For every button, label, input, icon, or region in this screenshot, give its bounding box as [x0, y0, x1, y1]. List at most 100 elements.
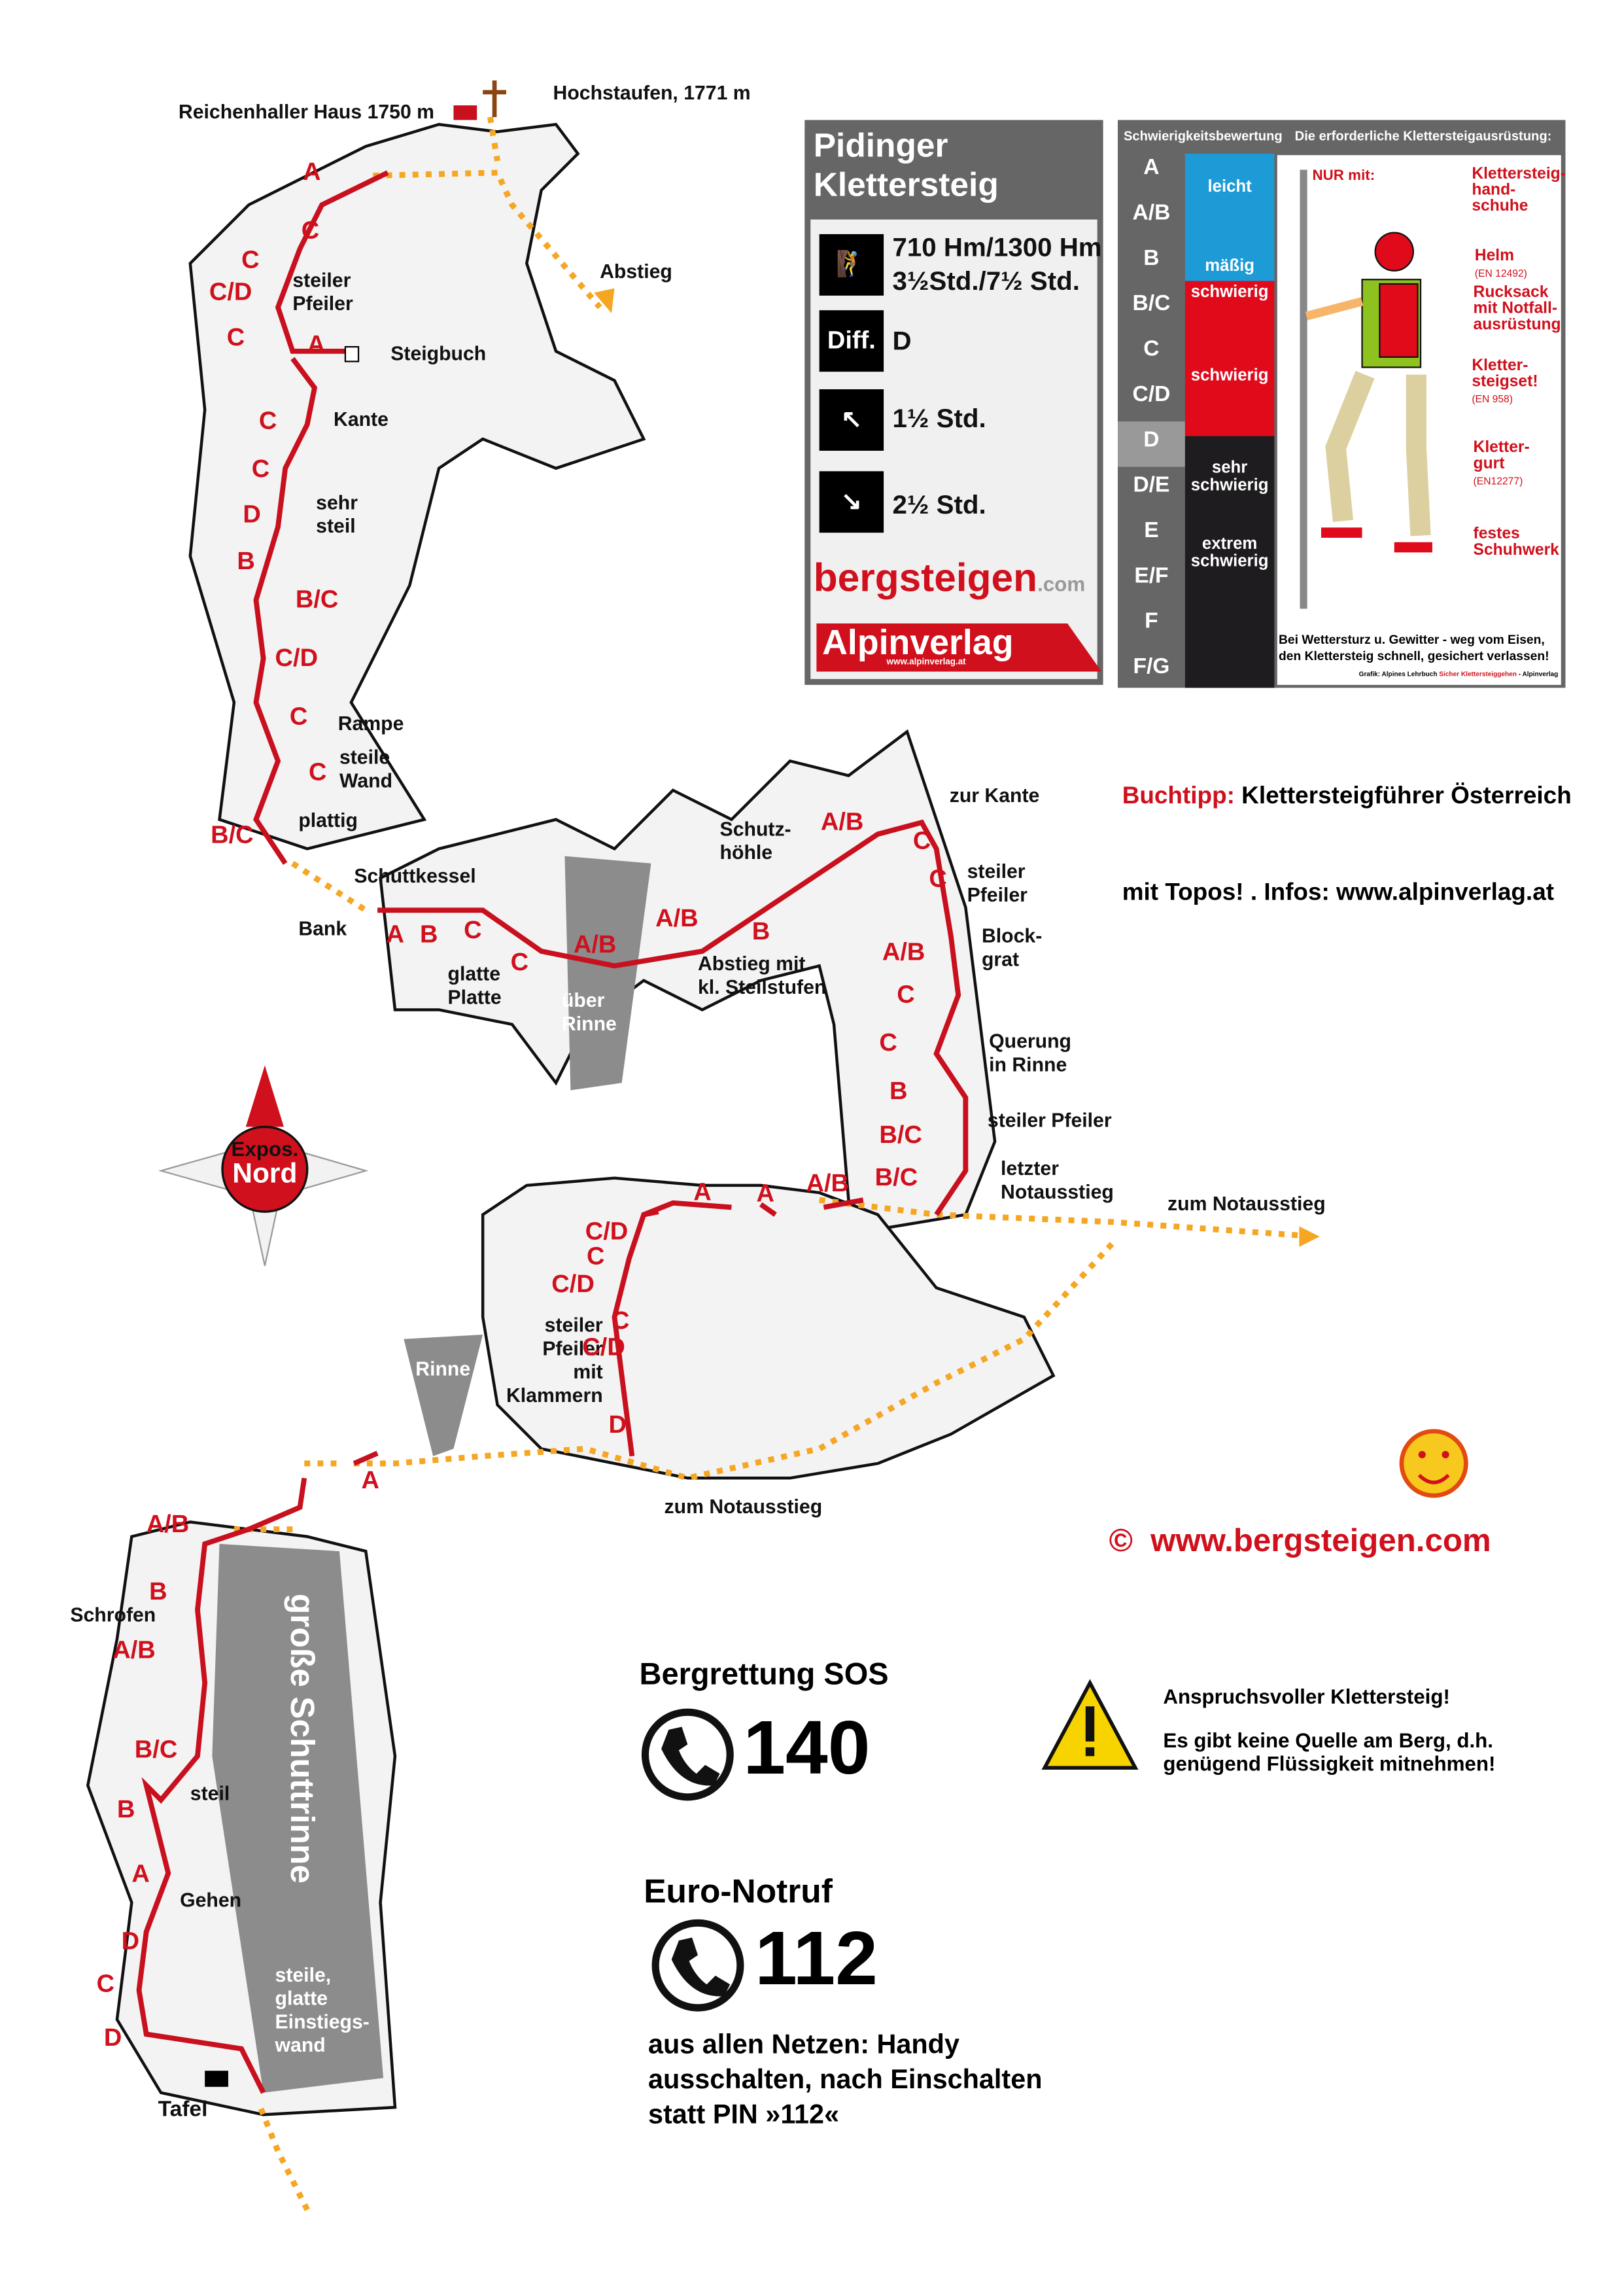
label-abstieg-steilstufen: Abstieg mit kl. Steilstufen	[698, 953, 827, 998]
alpinverlag-url: www.alpinverlag.at	[886, 658, 966, 668]
ascent-time: 710 Hm/1300 Hm 3½Std./7½ Std.	[892, 232, 1102, 296]
grade-label: C	[612, 1306, 630, 1335]
grade-label: A/B	[146, 1510, 190, 1538]
legend-grade: E	[1144, 517, 1159, 543]
label-zum-notausstieg-2: zum Notausstieg	[664, 1496, 823, 1518]
grade-label: B	[149, 1577, 167, 1605]
grade-label: C	[258, 406, 277, 435]
label-querung-rinne: Querung in Rinne	[989, 1030, 1071, 1076]
grade-label: C	[879, 1028, 897, 1057]
equipment-name: Kletter- steigset!	[1472, 357, 1538, 391]
sos-number: 140	[743, 1706, 871, 1791]
grade-label: C	[912, 826, 931, 855]
grade-label: A/B	[655, 904, 699, 932]
equipment-via-ferrata-set: Kletter- steigset! (EN 958)	[1472, 357, 1538, 408]
bergsteigen-logo: bergsteigen.com	[814, 556, 1085, 601]
sos-title: Bergrettung SOS	[639, 1658, 889, 1692]
label-steiler-pfeiler: steiler Pfeiler	[292, 269, 353, 315]
equipment-name: Kletter- gurt	[1473, 439, 1530, 473]
label-reichenhaller-haus: Reichenhaller Haus 1750 m	[178, 101, 435, 123]
label-rinne: Rinne	[415, 1358, 471, 1380]
equipment-panel: NUR mit: Klettersteig- hand- schuhe Helm…	[1277, 155, 1566, 685]
legend-heading-grades: Schwierigkeitsbewertung	[1123, 128, 1283, 144]
euro-title: Euro-Notruf	[644, 1871, 833, 1910]
equipment-backpack: Rucksack mit Notfall- ausrüstung	[1474, 285, 1561, 334]
footpaths	[233, 116, 1317, 2211]
tafel-sign-icon	[205, 2071, 228, 2087]
legend-grade: A	[1143, 155, 1160, 181]
approach-hiker-icon: ↖	[819, 389, 884, 451]
label-grosse-schuttrinne: große Schuttrinne	[283, 1593, 322, 1883]
grade-label: A	[756, 1179, 774, 1208]
route-title: Pidinger Klettersteig	[813, 126, 999, 203]
label-steile-wand: steile Wand	[339, 746, 393, 792]
steigbuch-icon	[344, 346, 360, 362]
grade-label: B/C	[211, 820, 254, 849]
notice-text: Es gibt keine Quelle am Berg, d.h. genüg…	[1163, 1728, 1496, 1776]
equipment-norm: (EN12277)	[1473, 477, 1523, 487]
label-bank: Bank	[298, 917, 347, 940]
credit-book: Sicher Klettersteiggehen	[1439, 670, 1517, 678]
grade-label: B	[116, 1795, 135, 1824]
grade-label: A/B	[112, 1636, 156, 1664]
grade-label: C	[464, 916, 482, 944]
descent-time: 2½ Std.	[892, 490, 986, 520]
book-tip-label: Buchtipp:	[1122, 782, 1235, 810]
band-label: extrem schwierig	[1190, 535, 1269, 571]
legend-grade: B/C	[1132, 291, 1171, 317]
grade-label: C	[308, 758, 327, 786]
label-glatte-platte: glatte Platte	[447, 962, 502, 1009]
grade-label: C	[96, 1969, 115, 1998]
difficulty-value: D	[892, 326, 912, 356]
weather-warning: Bei Wettersturz u. Gewitter - weg vom Ei…	[1279, 632, 1549, 663]
grade-label: C	[301, 217, 320, 245]
grade-label: C	[226, 323, 245, 351]
grade-label: C	[586, 1242, 605, 1270]
descent-hiker-icon: ↘	[819, 471, 884, 533]
label-ueber-rinne: über Rinne	[561, 989, 617, 1035]
label-steil: steil	[190, 1782, 230, 1805]
label-sehr-steil: sehr steil	[316, 491, 358, 537]
grade-label: A	[693, 1178, 712, 1206]
legend-grade: B	[1143, 245, 1160, 271]
diff-icon: Diff.	[819, 310, 884, 372]
label-schuttkessel: Schuttkessel	[354, 865, 476, 887]
grade-label: C	[289, 702, 308, 731]
sun-logo-icon	[1399, 1429, 1468, 1498]
book-tip-info[interactable]: mit Topos! . Infos: www.alpinverlag.at	[1122, 879, 1555, 906]
grade-label: C	[897, 980, 915, 1009]
legend-grade: C	[1143, 336, 1160, 362]
copyright-link[interactable]: © www.bergsteigen.com	[1109, 1522, 1491, 1559]
alpinverlag-logo: Alpinverlag www.alpinverlag.at	[816, 623, 1102, 672]
label-zum-notausstieg: zum Notausstieg	[1167, 1193, 1326, 1215]
grade-label: A/B	[820, 807, 864, 836]
equipment-boots: festes Schuhwerk	[1474, 526, 1559, 559]
grade-label: A	[307, 330, 326, 359]
info-panel: 🧗 710 Hm/1300 Hm 3½Std./7½ Std. Diff. D …	[810, 219, 1102, 679]
label-schrofen: Schrofen	[70, 1603, 156, 1626]
info-box: Pidinger Klettersteig 🧗 710 Hm/1300 Hm 3…	[804, 120, 1103, 685]
band-very-difficult	[1184, 436, 1275, 688]
label-hochstaufen: Hochstaufen, 1771 m	[553, 82, 751, 104]
grade-label: A	[131, 1860, 150, 1888]
grade-label: B	[237, 547, 255, 576]
compass-label: Expos. Nord	[222, 1136, 307, 1189]
phone-icon-sos	[641, 1708, 734, 1801]
equipment-norm: (EN 958)	[1472, 394, 1513, 406]
band-difficult	[1184, 281, 1275, 436]
grade-label: C/D	[551, 1270, 595, 1299]
label-blockgrat: Block- grat	[981, 924, 1043, 971]
approach-time: 1½ Std.	[892, 404, 986, 434]
legend-grade: F	[1145, 608, 1158, 634]
current-grade-highlight	[1117, 421, 1185, 467]
phone-icon-euro	[651, 1919, 744, 2012]
grade-label: C	[241, 245, 260, 274]
grade-label: B/C	[879, 1121, 922, 1149]
label-tafel: Tafel	[158, 2097, 208, 2122]
label-plattig: plattig	[298, 809, 358, 832]
equipment-norm: (EN 12492)	[1474, 269, 1527, 280]
grade-label: B/C	[874, 1163, 918, 1191]
label-abstieg: Abstieg	[600, 260, 672, 283]
